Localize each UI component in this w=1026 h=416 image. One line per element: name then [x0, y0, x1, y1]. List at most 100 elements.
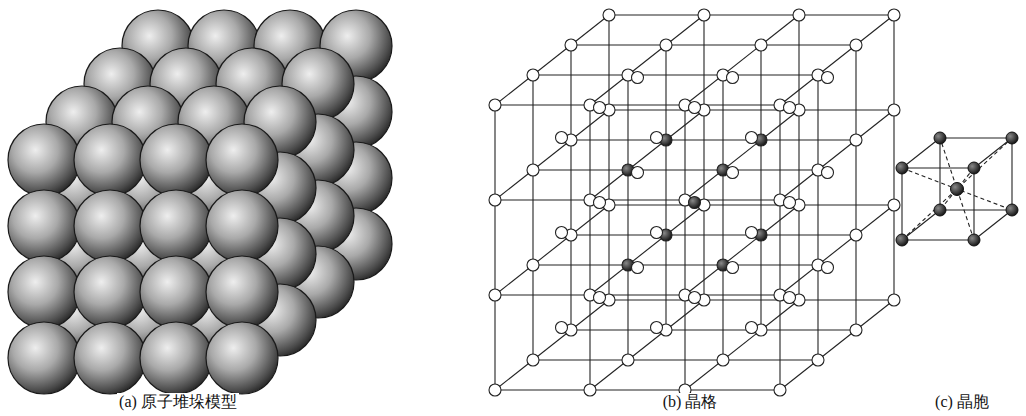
lattice-line [893, 15, 894, 300]
lattice-atom [527, 164, 539, 176]
corner-atom [1006, 204, 1018, 216]
unit-cell [896, 132, 1018, 246]
lattice-line [722, 75, 723, 360]
lattice-atom [727, 72, 739, 84]
lattice-atom [746, 322, 758, 334]
lattice-line [608, 15, 609, 300]
lattice-line [533, 74, 818, 75]
atom-sphere [74, 190, 146, 262]
atom-stacking-model [8, 10, 392, 394]
lattice-line [685, 15, 799, 105]
lattice-line [532, 75, 533, 360]
lattice-line [798, 15, 799, 300]
atom-sphere [8, 322, 80, 394]
atom-sphere [8, 124, 80, 196]
cell-edge [902, 210, 940, 240]
lattice-atom [784, 292, 796, 304]
lattice-line [817, 75, 818, 360]
lattice-line [495, 294, 780, 295]
corner-atom [968, 162, 980, 174]
panel-caption-box: (a) 原子堆垛模型 [117, 392, 239, 414]
lattice-line [780, 300, 894, 390]
cell-edge [974, 210, 1012, 240]
lattice-atom [822, 262, 834, 274]
lattice-line [780, 110, 894, 200]
lattice-atom [651, 322, 663, 334]
panel-caption: (b) 晶格 [661, 393, 720, 410]
lattice-line [684, 105, 685, 390]
lattice-atom [717, 354, 729, 366]
cell-edge [901, 168, 902, 240]
lattice-line [571, 44, 856, 45]
cell-edge [902, 239, 974, 240]
body-diagonal [902, 168, 1012, 210]
lattice-line [495, 15, 609, 105]
lattice-atom [489, 384, 501, 396]
lattice-line [495, 104, 780, 105]
corner-atom [1006, 132, 1018, 144]
lattice-line [590, 205, 704, 295]
lattice-line [495, 110, 609, 200]
lattice-atom [812, 354, 824, 366]
lattice-atom [632, 167, 644, 179]
lattice-atom [660, 39, 672, 51]
lattice-atom [793, 9, 805, 21]
lattice-atom [622, 354, 634, 366]
cell-edge [902, 167, 974, 168]
lattice-atom [556, 322, 568, 334]
lattice-atom [651, 132, 663, 144]
lattice-atom [556, 132, 568, 144]
atom-sphere [74, 322, 146, 394]
lattice-line [855, 45, 856, 330]
lattice-line [779, 105, 780, 390]
lattice-atom [698, 9, 710, 21]
lattice-line [589, 105, 590, 390]
atom-sphere [74, 124, 146, 196]
lattice-atom [888, 199, 900, 211]
lattice-atom [527, 354, 539, 366]
lattice-line [533, 169, 818, 170]
lattice-line [685, 300, 799, 390]
lattice-line [780, 15, 894, 105]
atom-sphere [8, 256, 80, 328]
corner-atom [934, 132, 946, 144]
atom-sphere [140, 322, 212, 394]
lattice-line [571, 139, 856, 140]
lattice-line [703, 15, 704, 300]
cell-edge [974, 138, 1012, 168]
lattice-atom [632, 72, 644, 84]
lattice-line [495, 300, 609, 390]
lattice-atom [850, 134, 862, 146]
cell-edge [940, 209, 1012, 210]
cell-edge [902, 138, 940, 168]
lattice-line [495, 199, 780, 200]
lattice-line [495, 205, 609, 295]
lattice-atom [689, 292, 701, 304]
atom-sphere [206, 256, 278, 328]
lattice-atom [746, 132, 758, 144]
lattice-atom [784, 197, 796, 209]
lattice-line [495, 389, 780, 390]
panel-caption: (a) 原子堆垛模型 [117, 393, 239, 410]
atom-sphere [206, 322, 278, 394]
lattice-atom [565, 39, 577, 51]
lattice-atom [822, 72, 834, 84]
lattice-atom [774, 384, 786, 396]
lattice-line [665, 45, 666, 330]
body-diagonal [902, 138, 1012, 240]
lattice-atom [527, 259, 539, 271]
lattice-line [571, 329, 856, 330]
atom-sphere [140, 124, 212, 196]
lattice-atom [850, 324, 862, 336]
lattice-atom [689, 102, 701, 114]
lattice-atom [527, 69, 539, 81]
lattice-line [609, 14, 894, 15]
lattice-line [571, 234, 856, 235]
lattice-line [609, 299, 894, 300]
lattice-atom [489, 289, 501, 301]
lattice-atom [727, 167, 739, 179]
lattice-line [780, 205, 894, 295]
lattice-line [533, 264, 818, 265]
atom-sphere [8, 190, 80, 262]
